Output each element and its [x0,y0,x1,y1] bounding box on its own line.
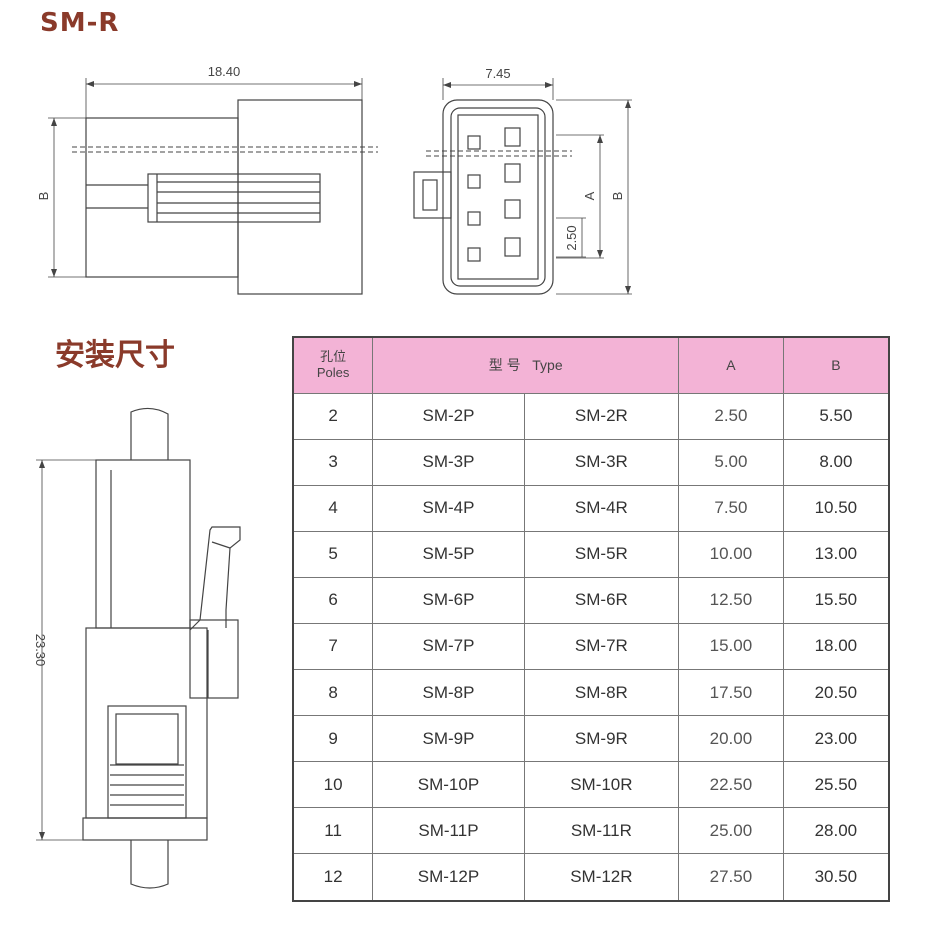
r-model-cell: SM-8R [523,668,680,717]
r-model-cell: SM-4R [523,484,680,532]
a-dim-cell: 2.50 [678,392,784,440]
a-dim-cell: 12.50 [678,576,784,624]
dim-b-side-label: B [36,192,51,201]
install-dimensions-title: 安装尺寸 [55,338,175,373]
p-model-cell: SM-6P [372,576,525,624]
r-model-cell: SM-2R [523,392,680,440]
poles-cell: 8 [292,668,374,717]
r-model-cell: SM-7R [523,622,680,670]
poles-cell: 7 [292,622,374,670]
type-header-en: Type [532,357,563,374]
b-header: B [782,336,890,394]
poles-cell: 3 [292,438,374,486]
p-model-cell: SM-4P [372,484,525,532]
dim-width-label: 7.45 [485,66,510,81]
poles-header-cn: 孔位 [320,349,347,365]
poles-header-en: Poles [316,365,350,381]
a-header: A [678,336,784,394]
p-model-cell: SM-12P [372,853,525,902]
p-model-cell: SM-10P [372,761,525,809]
r-model-cell: SM-10R [523,761,680,809]
a-dim-cell: 25.00 [678,807,784,855]
b-dim-cell: 23.00 [782,715,890,763]
dim-b-front-label: B [610,192,625,201]
dim-a-label: A [582,191,597,200]
poles-header: 孔位 Poles [292,336,374,394]
a-dim-cell: 15.00 [678,622,784,670]
b-dim-cell: 30.50 [782,853,890,902]
b-dim-cell: 18.00 [782,622,890,670]
poles-cell: 12 [292,853,374,902]
a-dim-cell: 10.00 [678,530,784,578]
b-dim-cell: 10.50 [782,484,890,532]
r-model-cell: SM-5R [523,530,680,578]
p-model-cell: SM-2P [372,392,525,440]
r-model-cell: SM-6R [523,576,680,624]
b-dim-cell: 8.00 [782,438,890,486]
page-title: SM-R [40,8,120,38]
poles-cell: 5 [292,530,374,578]
a-dim-cell: 27.50 [678,853,784,902]
a-dim-cell: 7.50 [678,484,784,532]
table-header-row: 孔位 Poles 型 号 Type A B [292,336,890,394]
a-dim-cell: 20.00 [678,715,784,763]
a-dim-cell: 22.50 [678,761,784,809]
r-model-cell: SM-11R [523,807,680,855]
r-model-cell: SM-3R [523,438,680,486]
poles-cell: 9 [292,715,374,763]
installation-drawing [36,407,241,889]
a-dim-cell: 5.00 [678,438,784,486]
p-model-cell: SM-3P [372,438,525,486]
b-dim-cell: 13.00 [782,530,890,578]
poles-cell: 10 [292,761,374,809]
b-dim-cell: 15.50 [782,576,890,624]
type-header-cn: 型 号 [488,357,521,374]
side-view-drawing [48,78,378,295]
r-model-cell: SM-12R [523,853,680,902]
a-dim-cell: 17.50 [678,668,784,717]
dim-length-label: 18.40 [208,64,241,79]
p-model-cell: SM-9P [372,715,525,763]
b-dim-cell: 5.50 [782,392,890,440]
b-dim-cell: 20.50 [782,668,890,717]
b-dim-cell: 25.50 [782,761,890,809]
poles-cell: 4 [292,484,374,532]
type-header: 型 号 Type [372,336,680,394]
dim-pitch-label: 2.50 [564,225,579,250]
b-dim-cell: 28.00 [782,807,890,855]
poles-cell: 6 [292,576,374,624]
r-model-cell: SM-9R [523,715,680,763]
p-model-cell: SM-7P [372,622,525,670]
dim-install-height-label: 23.30 [33,634,48,667]
poles-cell: 11 [292,807,374,855]
poles-cell: 2 [292,392,374,440]
p-model-cell: SM-8P [372,668,525,717]
p-model-cell: SM-5P [372,530,525,578]
front-view-drawing [413,78,632,295]
p-model-cell: SM-11P [372,807,525,855]
